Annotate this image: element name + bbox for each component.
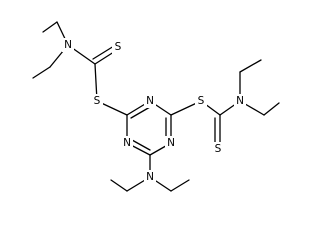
- bond-n-bottom-right-2: [170, 179, 190, 192]
- structure-diagram: N S S N S N N N: [32, 21, 280, 192]
- atom-label: N: [236, 95, 244, 107]
- atom-layer: N S S N S N N N: [62, 38, 246, 184]
- atom-n-ring-right: N: [165, 136, 177, 150]
- atom-label: S: [215, 143, 222, 155]
- bond-ethyl-ch3-a: [42, 21, 58, 33]
- bond-n-bottom-left-2: [110, 179, 128, 192]
- atom-n-ring-left: N: [121, 136, 133, 150]
- atom-label: S: [198, 95, 205, 107]
- atom-label: S: [94, 95, 101, 107]
- atom-n-ring-top: N: [144, 94, 156, 108]
- atom-s-bridge-left: S: [91, 94, 103, 108]
- atom-label: N: [146, 171, 154, 183]
- bond-n-ethyl-down-2: [263, 102, 280, 116]
- atom-n-amine-right: N: [234, 94, 246, 108]
- bond-ethyl-ch3-b: [32, 66, 51, 79]
- bond-n-ethyl-up-2: [239, 59, 262, 73]
- atom-n-top-left: N: [62, 38, 74, 52]
- atom-label: N: [123, 137, 131, 149]
- bond-cs-double-left-2: [92, 45, 115, 60]
- atom-label: N: [167, 137, 175, 149]
- bond-ring-5-inner: [131, 139, 151, 151]
- atom-s-thione-right: S: [212, 142, 224, 156]
- atom-s-thione-left: S: [112, 40, 124, 54]
- molecule-drawing: N S S N S N N N: [32, 21, 280, 192]
- atom-label: S: [115, 41, 122, 53]
- bond-ring-1-inner: [130, 106, 151, 119]
- atom-s-bridge-right: S: [195, 94, 207, 108]
- atom-label: N: [64, 39, 72, 51]
- atom-label: N: [146, 95, 154, 107]
- atom-n-bottom: N: [144, 170, 156, 184]
